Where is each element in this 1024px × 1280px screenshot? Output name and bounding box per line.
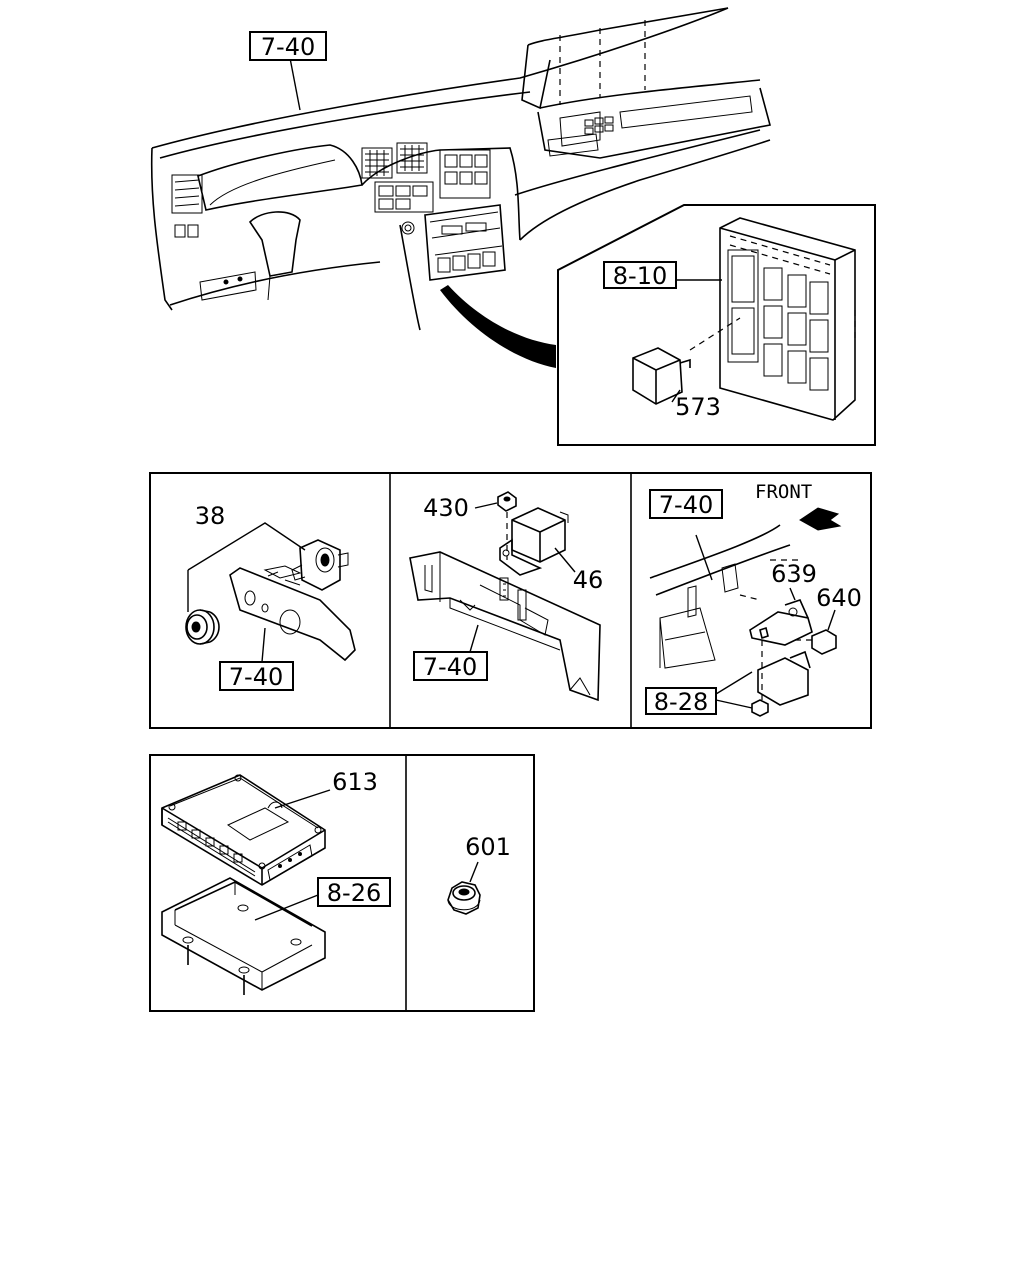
fuse-box-ref-label: 8-10 [613, 262, 667, 290]
detail-swoosh [440, 285, 556, 368]
switch-detail [185, 522, 356, 663]
bolt-part-label: 640 [816, 584, 862, 612]
top-ref-leader [289, 57, 301, 111]
top-ref-callout: 7-40 [249, 31, 327, 61]
ecu-part-label: 613 [332, 768, 378, 796]
sensor-ref-callout: 8-28 [645, 687, 717, 716]
dashboard-illustration [150, 7, 771, 331]
front-arrow-icon [799, 507, 842, 531]
bracket-ref-callout: 7-40 [649, 489, 723, 519]
nut-part-label: 430 [423, 494, 469, 522]
ecu-detail [161, 774, 331, 995]
sensor-ref-label: 8-28 [654, 688, 708, 716]
ecu-bracket-ref-label: 8-26 [327, 879, 381, 907]
bracket-detail: FRONT [649, 481, 842, 717]
top-ref-label: 7-40 [261, 33, 315, 61]
fuse-box-ref-callout: 8-10 [603, 261, 677, 290]
switch-ref-callout: 7-40 [219, 661, 294, 691]
nut2-part-label: 601 [465, 833, 511, 861]
nut2-detail [447, 861, 481, 915]
relay2-ref-label: 7-40 [423, 653, 477, 681]
switch-part-label: 38 [195, 502, 226, 530]
relay-part-label: 573 [675, 393, 721, 421]
switch-ref-label: 7-40 [229, 663, 283, 691]
relay2-ref-callout: 7-40 [413, 651, 488, 681]
bracket-ref-label: 7-40 [659, 491, 713, 519]
bracket-part-label: 639 [771, 560, 817, 588]
front-label: FRONT [755, 481, 812, 503]
ecu-bracket-ref-callout: 8-26 [317, 877, 391, 907]
relay2-detail [409, 491, 601, 702]
relay2-part-label: 46 [573, 566, 604, 594]
